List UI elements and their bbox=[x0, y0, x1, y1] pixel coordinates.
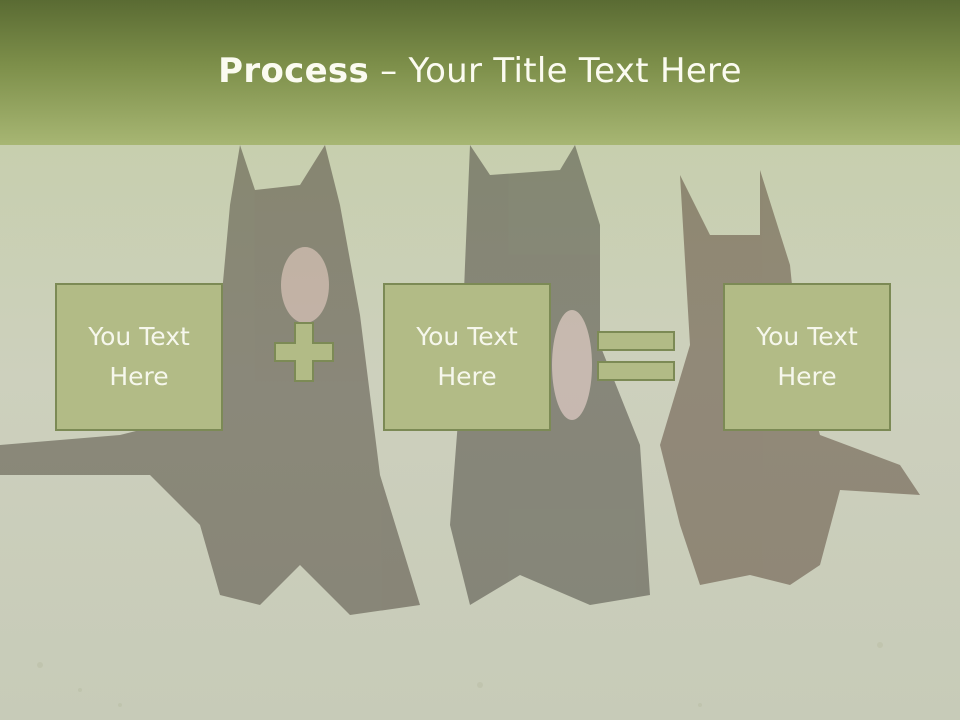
process-box-label: You Text Here bbox=[756, 322, 858, 391]
background-photo-dogs bbox=[0, 145, 960, 720]
slide-title-rest: – Your Title Text Here bbox=[369, 50, 742, 91]
process-box-2[interactable]: You Text Here bbox=[383, 283, 551, 431]
slide-title: Process – Your Title Text Here bbox=[218, 51, 742, 91]
process-box-3[interactable]: You Text Here bbox=[723, 283, 891, 431]
slide-title-bold: Process bbox=[218, 50, 370, 91]
process-box-label: You Text Here bbox=[416, 322, 518, 391]
equals-icon bbox=[597, 331, 675, 381]
plus-icon bbox=[274, 322, 334, 382]
process-box-1[interactable]: You Text Here bbox=[55, 283, 223, 431]
slide-header: Process – Your Title Text Here bbox=[0, 0, 960, 145]
dogs-illustration bbox=[0, 145, 920, 707]
process-box-label: You Text Here bbox=[88, 322, 190, 391]
